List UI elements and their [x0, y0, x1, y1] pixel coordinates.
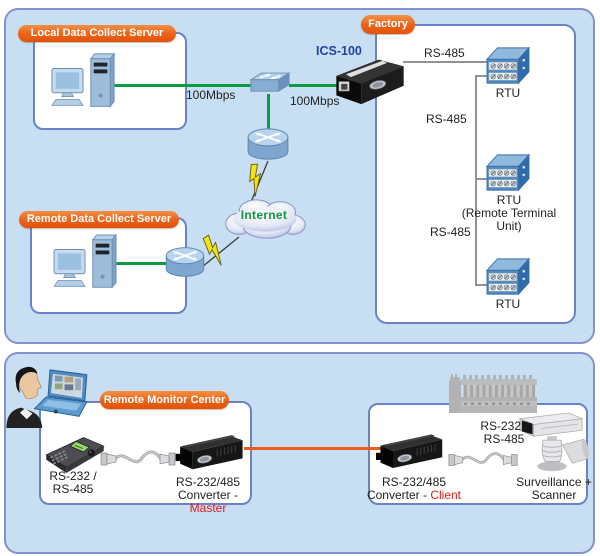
rs485-stub-1: [475, 75, 488, 77]
operator-icon: [6, 366, 43, 428]
rs485-line-vertical: [475, 75, 477, 286]
converter-client-icon: [376, 434, 443, 468]
client-label-prefix: Converter -: [366, 488, 431, 502]
keyboard-serial-label: RS-232 / RS-485: [37, 470, 109, 496]
keyboard-serial-line2: RS-485: [52, 482, 94, 496]
rtu-label-2-line3: Unit): [496, 219, 522, 233]
rtu-device-icon-3: [485, 257, 531, 296]
wan-link-1: [249, 160, 269, 203]
camera-serial-line2: RS-485: [483, 432, 525, 446]
rs485-label-2: RS-485: [426, 112, 467, 126]
rs485-stub-2: [475, 178, 488, 180]
rs485-stub-3: [475, 284, 488, 286]
camera-serial-label: RS-232 / RS-485: [468, 420, 540, 446]
client-label-role: Client: [430, 488, 462, 502]
rtu-label-2-line2: (Remote Terminal: [461, 206, 557, 220]
lightning-icon: [202, 234, 222, 266]
wan-link-2: [201, 234, 240, 268]
master-label-prefix: Converter -: [177, 488, 239, 502]
remote-server-badge-label: Remote Data Collect Server: [26, 213, 172, 225]
ethernet-line-4: [113, 262, 166, 265]
rtu-label-2-line1: RTU: [496, 193, 522, 207]
ics100-label: ICS-100: [316, 44, 362, 58]
master-label-role: Master: [189, 501, 227, 515]
local-server-badge-label: Local Data Collect Server: [30, 27, 164, 39]
building-icon: [449, 374, 537, 413]
factory-badge: Factory: [361, 15, 415, 34]
laptop-icon: [33, 369, 88, 417]
rs485-label-1: RS-485: [424, 46, 465, 60]
ethernet-line-1: [110, 84, 252, 87]
router-icon-1: [247, 128, 289, 160]
converter-master-label: RS-232/485 Converter - Master: [158, 476, 258, 515]
ethernet-line-2: [289, 84, 338, 87]
internet-label: Internet: [240, 208, 288, 222]
surveillance-label: Surveillance + Scanner: [514, 476, 594, 502]
serial-cable-icon-2: [448, 452, 518, 466]
switch-icon: [249, 72, 291, 93]
rs485-label-3: RS-485: [430, 225, 471, 239]
router-icon-2: [165, 247, 205, 277]
serial-cable-icon-1: [100, 450, 176, 466]
master-label-line1: RS-232/485: [175, 475, 241, 489]
operator-laptop-icon: [6, 366, 88, 428]
ptz-camera-icon: [518, 412, 589, 472]
factory-badge-label: Factory: [368, 18, 408, 30]
surveillance-line2: Scanner: [531, 488, 577, 502]
monitor-center-badge: Remote Monitor Center: [100, 391, 229, 409]
surveillance-line1: Surveillance +: [516, 475, 592, 489]
keyboard-serial-line1: RS-232 /: [49, 469, 97, 483]
ics100-device-icon: [335, 59, 405, 105]
rs485-link-line: [244, 447, 381, 450]
client-label-line1: RS-232/485: [381, 475, 447, 489]
camera-serial-line1: RS-232 /: [480, 419, 528, 433]
ethernet-line-3: [267, 94, 270, 130]
converter-master-icon: [175, 435, 243, 470]
internet-cloud-icon: [225, 199, 306, 239]
rtu-label-2: RTU (Remote Terminal Unit): [454, 194, 564, 233]
label-100mbps-2: 100Mbps: [290, 94, 340, 108]
workstation-icon-2: [53, 234, 118, 289]
ptz-keyboard-icon: [45, 437, 105, 474]
rtu-device-icon-2: [485, 153, 531, 192]
lightning-icon: [249, 163, 262, 197]
workstation-icon: [51, 52, 116, 108]
monitor-center-badge-label: Remote Monitor Center: [103, 393, 226, 406]
rtu-label-1: RTU: [495, 86, 521, 100]
local-server-badge: Local Data Collect Server: [18, 25, 176, 42]
label-100mbps-1: 100Mbps: [186, 88, 236, 102]
remote-server-badge: Remote Data Collect Server: [19, 211, 179, 228]
rs485-line-horizontal: [403, 61, 487, 63]
rtu-device-icon-1: [485, 46, 531, 85]
converter-client-label: RS-232/485 Converter - Client: [364, 476, 464, 502]
rtu-label-3: RTU: [495, 297, 521, 311]
